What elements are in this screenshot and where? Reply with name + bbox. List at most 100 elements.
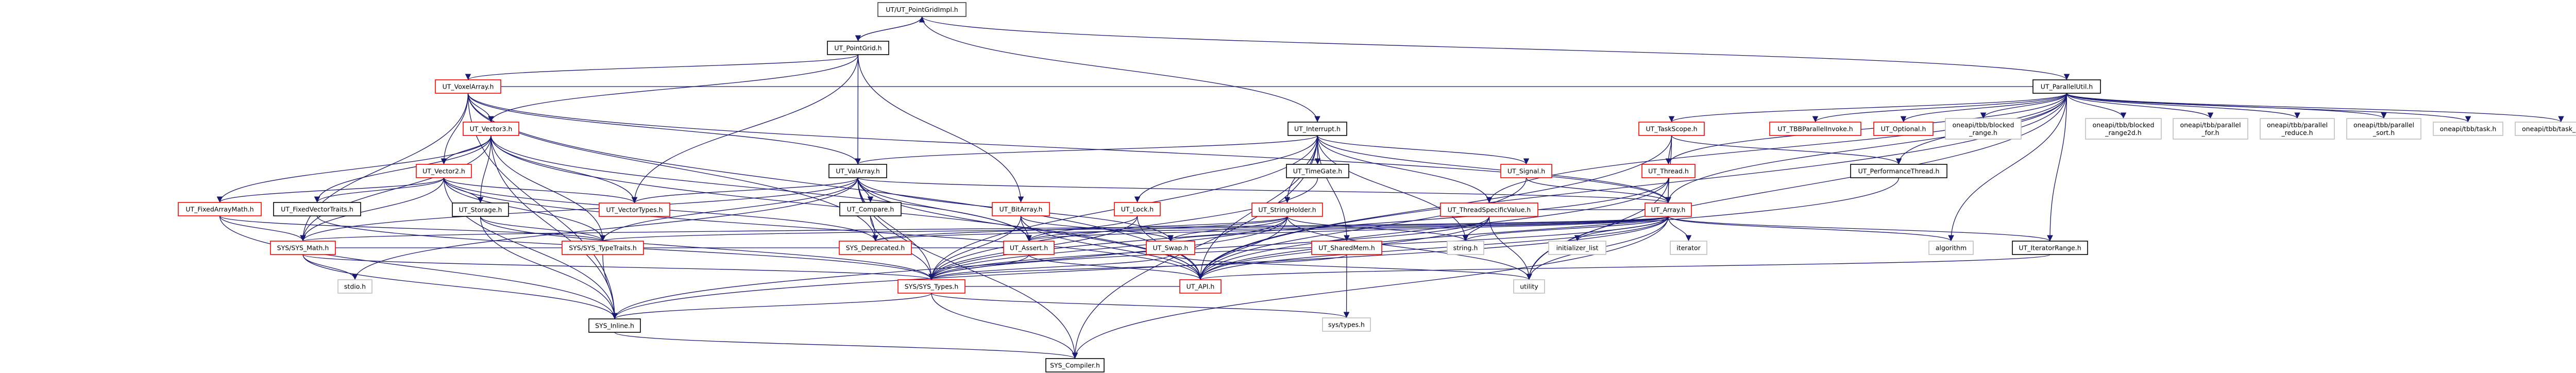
node-box[interactable]	[877, 2, 967, 17]
node-box[interactable]	[1945, 118, 2022, 140]
node-box[interactable]	[1850, 164, 1947, 178]
node-box[interactable]	[178, 202, 262, 216]
node-stringh[interactable]: string.h	[1447, 241, 1484, 255]
node-perfthread[interactable]: UT_PerformanceThread.h	[1850, 164, 1947, 178]
node-sysmath[interactable]: SYS/SYS_Math.h	[270, 241, 336, 255]
node-blockedrange[interactable]: oneapi/tbb/blocked_range.h	[1945, 118, 2022, 140]
node-iterator[interactable]: iterator	[1670, 241, 1707, 255]
node-box[interactable]	[828, 164, 887, 178]
node-parallelreduce[interactable]: oneapi/tbb/parallel_reduce.h	[2260, 118, 2335, 140]
node-compiler[interactable]: SYS_Compiler.h	[1045, 358, 1105, 372]
node-iterrange[interactable]: UT_IteratorRange.h	[2012, 241, 2088, 255]
node-parallelutil[interactable]: UT_ParallelUtil.h	[2032, 79, 2101, 94]
node-box[interactable]	[1146, 241, 1195, 255]
node-box[interactable]	[599, 202, 670, 217]
node-task[interactable]: oneapi/tbb/task.h	[2433, 122, 2503, 136]
node-taskscope[interactable]: UT_TaskScope.h	[1638, 122, 1705, 136]
node-box[interactable]	[992, 202, 1050, 216]
node-systypes[interactable]: SYS/SYS_Types.h	[897, 279, 965, 294]
node-api[interactable]: UT_API.h	[1179, 279, 1222, 294]
node-deprecated[interactable]: SYS_Deprecated.h	[839, 241, 912, 255]
node-box[interactable]	[270, 241, 336, 255]
node-box[interactable]	[435, 79, 501, 94]
node-box[interactable]	[1670, 241, 1707, 255]
node-box[interactable]	[2032, 79, 2101, 94]
node-box[interactable]	[452, 202, 509, 217]
node-bitarray[interactable]: UT_BitArray.h	[992, 202, 1050, 216]
node-box[interactable]	[839, 241, 912, 255]
node-box[interactable]	[2085, 118, 2162, 140]
node-initlist[interactable]: initializer_list	[1548, 241, 1606, 255]
node-box[interactable]	[2346, 118, 2421, 140]
node-parallelfor[interactable]: oneapi/tbb/parallel_for.h	[2173, 118, 2248, 140]
node-tsv[interactable]: UT_ThreadSpecificValue.h	[1440, 202, 1538, 217]
node-box[interactable]	[1286, 164, 1349, 178]
node-timegate[interactable]: UT_TimeGate.h	[1286, 164, 1349, 178]
node-box[interactable]	[1769, 122, 1861, 136]
node-lock[interactable]: UT_Lock.h	[1114, 202, 1161, 216]
node-box[interactable]	[1179, 279, 1222, 294]
node-voxelarray[interactable]: UT_VoxelArray.h	[435, 79, 501, 94]
node-algorithm[interactable]: algorithm	[1928, 241, 1974, 255]
node-box[interactable]	[1311, 241, 1382, 255]
node-box[interactable]	[1114, 202, 1161, 216]
node-box[interactable]	[273, 202, 361, 216]
node-box[interactable]	[1638, 122, 1705, 136]
node-box[interactable]	[1548, 241, 1606, 255]
node-box[interactable]	[2433, 122, 2503, 136]
node-box[interactable]	[1447, 241, 1484, 255]
node-sys_types_h[interactable]: sys/types.h	[1322, 317, 1371, 332]
node-box[interactable]	[2515, 122, 2576, 136]
node-vectortypes[interactable]: UT_VectorTypes.h	[599, 202, 670, 217]
node-box[interactable]	[2173, 118, 2248, 140]
node-typetraits[interactable]: SYS/SYS_TypeTraits.h	[562, 241, 644, 255]
node-fixedvectortraits[interactable]: UT_FixedVectorTraits.h	[273, 202, 361, 216]
node-box[interactable]	[1873, 122, 1934, 136]
node-box[interactable]	[1500, 164, 1552, 178]
node-stdio[interactable]: stdio.h	[337, 279, 372, 294]
node-optional[interactable]: UT_Optional.h	[1873, 122, 1934, 136]
node-signal[interactable]: UT_Signal.h	[1500, 164, 1552, 178]
node-valarray[interactable]: UT_ValArray.h	[828, 164, 887, 178]
node-tbbinvoke[interactable]: UT_TBBParallelInvoke.h	[1769, 122, 1861, 136]
node-taskarena[interactable]: oneapi/tbb/task_arena.h	[2515, 122, 2576, 136]
node-vector3[interactable]: UT_Vector3.h	[463, 122, 519, 136]
node-interrupt[interactable]: UT_Interrupt.h	[1287, 122, 1347, 136]
node-utility[interactable]: utility	[1513, 279, 1545, 294]
node-box[interactable]	[827, 41, 889, 55]
node-box[interactable]	[1928, 241, 1974, 255]
node-box[interactable]	[1251, 202, 1323, 217]
node-fixedarraymath[interactable]: UT_FixedArrayMath.h	[178, 202, 262, 216]
node-pointgridimpl[interactable]: UT/UT_PointGridImpl.h	[877, 2, 967, 17]
node-storage[interactable]: UT_Storage.h	[452, 202, 509, 217]
node-box[interactable]	[337, 279, 372, 294]
node-box[interactable]	[1322, 317, 1371, 332]
node-box[interactable]	[1045, 358, 1105, 372]
node-compare[interactable]: UT_Compare.h	[839, 202, 902, 216]
node-box[interactable]	[1440, 202, 1538, 217]
node-box[interactable]	[2260, 118, 2335, 140]
node-box[interactable]	[1003, 241, 1055, 255]
node-vector2[interactable]: UT_Vector2.h	[416, 164, 472, 178]
node-assert[interactable]: UT_Assert.h	[1003, 241, 1055, 255]
node-blockedrange2d[interactable]: oneapi/tbb/blocked_range2d.h	[2085, 118, 2162, 140]
node-box[interactable]	[463, 122, 519, 136]
node-swap[interactable]: UT_Swap.h	[1146, 241, 1195, 255]
node-box[interactable]	[1641, 164, 1696, 178]
node-stringholder[interactable]: UT_StringHolder.h	[1251, 202, 1323, 217]
node-parallelsort[interactable]: oneapi/tbb/parallel_sort.h	[2346, 118, 2421, 140]
node-box[interactable]	[562, 241, 644, 255]
node-box[interactable]	[897, 279, 965, 294]
node-sharedmem[interactable]: UT_SharedMem.h	[1311, 241, 1382, 255]
node-box[interactable]	[839, 202, 902, 216]
node-box[interactable]	[1645, 202, 1692, 217]
node-box[interactable]	[2012, 241, 2088, 255]
node-inline[interactable]: SYS_Inline.h	[588, 318, 641, 333]
node-box[interactable]	[1513, 279, 1545, 294]
node-thread[interactable]: UT_Thread.h	[1641, 164, 1696, 178]
node-box[interactable]	[1287, 122, 1347, 136]
node-array[interactable]: UT_Array.h	[1645, 202, 1692, 217]
node-box[interactable]	[588, 318, 641, 333]
node-box[interactable]	[416, 164, 472, 178]
node-pointgrid[interactable]: UT_PointGrid.h	[827, 41, 889, 55]
